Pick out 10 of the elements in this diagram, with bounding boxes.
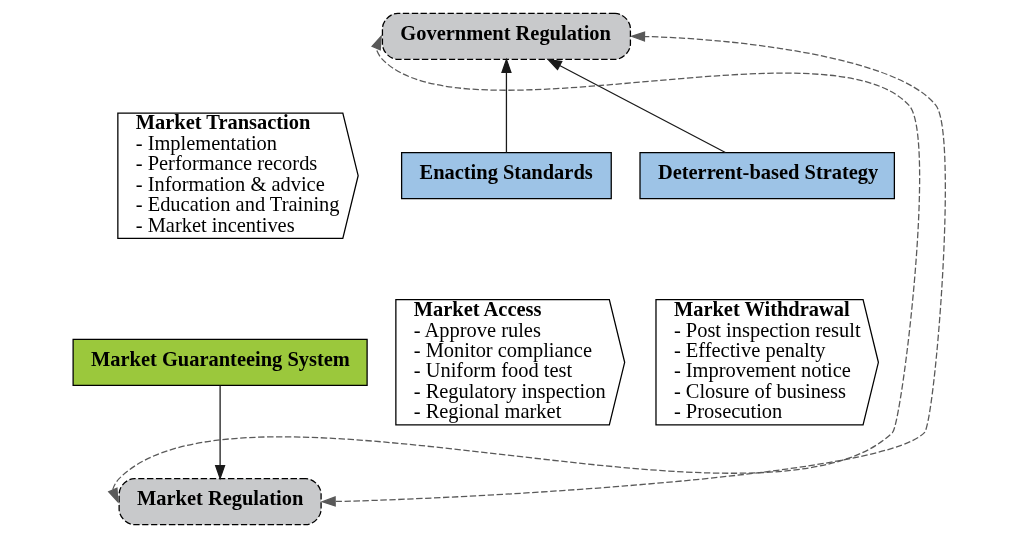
node-box: Government Regulation [381, 12, 631, 60]
arrow [319, 31, 946, 507]
arrow [214, 384, 225, 481]
node-box: Enacting Standards [400, 152, 612, 200]
arrow [500, 57, 512, 154]
node-box: Market Regulation [118, 478, 322, 526]
node-box: Deterrent-based Strategy [638, 152, 895, 200]
arrow [107, 34, 920, 504]
arrow [546, 58, 726, 154]
node-box: Market Guaranteeing System [71, 338, 368, 386]
